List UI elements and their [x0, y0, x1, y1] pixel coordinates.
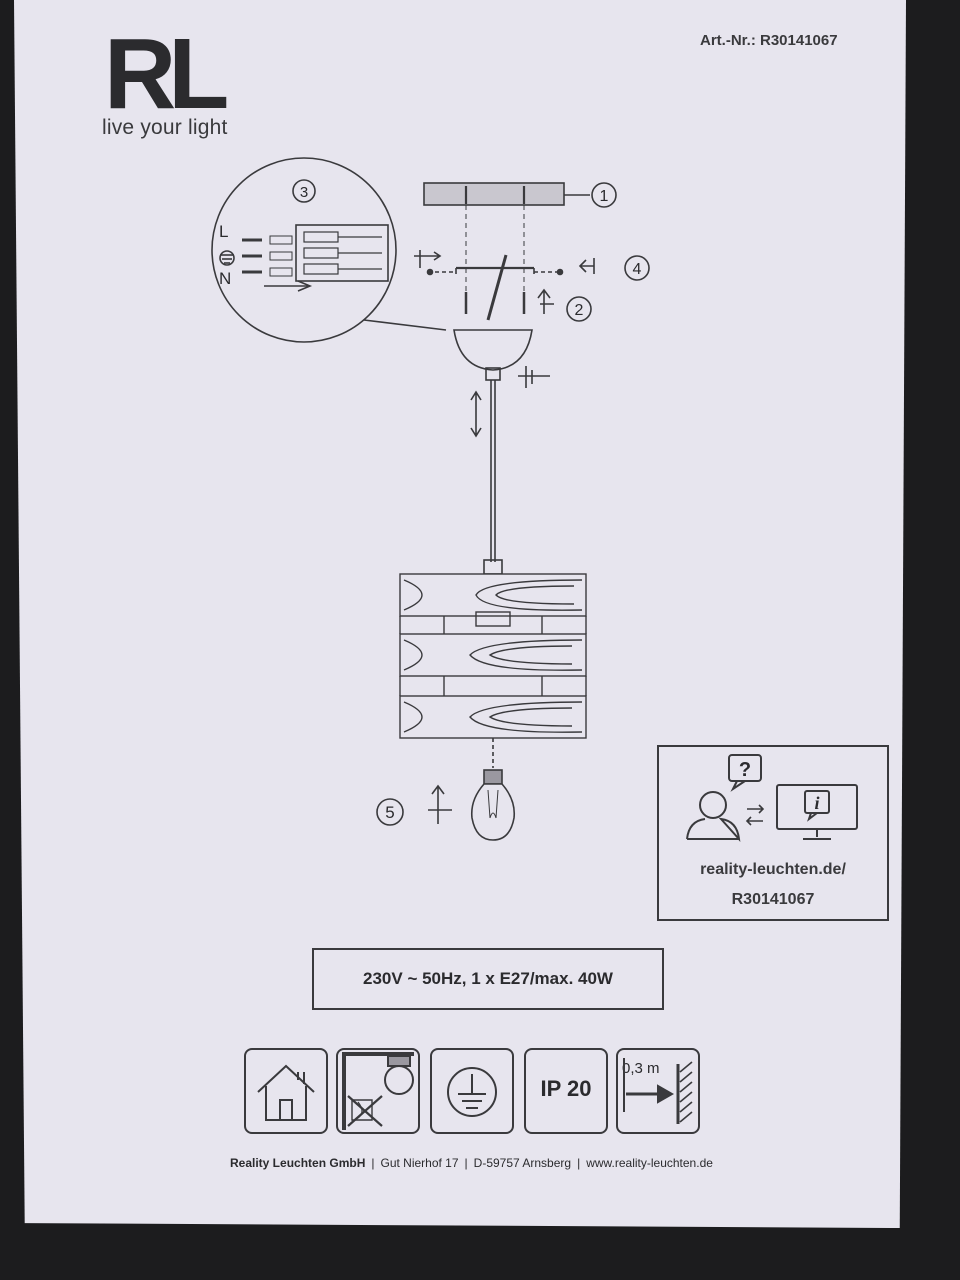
ceiling-plate [423, 182, 565, 206]
wooden-shade [399, 573, 587, 739]
terminal-block [303, 231, 382, 275]
article-number: Art.-Nr.: R30141067 [700, 32, 838, 49]
dowels [464, 186, 526, 204]
ceiling-screws [464, 292, 526, 314]
ip-rating-symbol: IP 20 [524, 1048, 608, 1134]
e27-bulb [470, 769, 516, 841]
step-1-label: 1 [600, 188, 609, 205]
support-illustration: ? i [686, 754, 858, 842]
company-city: D-59757 Arnsberg [473, 1156, 572, 1170]
support-code: R30141067 [731, 891, 815, 908]
footer-separator: | [464, 1156, 468, 1170]
online-info-box: ? i reality-leuchten.de/ R30141067 [657, 745, 889, 921]
support-url: reality-leuchten.de/ [700, 861, 846, 878]
wire-springs [269, 235, 293, 277]
min-distance-text: 0,3 m [622, 1060, 660, 1077]
ceiling-canopy [453, 329, 533, 371]
earth-symbol-small [219, 250, 235, 266]
step-2-label: 2 [575, 302, 584, 319]
rl-logo: RL [104, 28, 235, 118]
instruction-sheet: RL live your light Art.-Nr.: R30141067 3… [14, 0, 906, 1228]
info-icon: i [814, 793, 819, 813]
spec-text: 230V ~ 50Hz, 1 x E27/max. 40W [363, 969, 613, 988]
footer-separator: | [371, 1156, 375, 1170]
no-reflector-bulb-icon [342, 1052, 414, 1130]
step-5-label: 5 [385, 803, 394, 822]
svg-text:RL: RL [104, 28, 227, 118]
no-reflector-bulb-symbol [336, 1048, 420, 1134]
wire-label-l: L [219, 222, 228, 241]
company-footer: Reality Leuchten GmbH | Gut Nierhof 17 | D-5… [230, 1156, 713, 1170]
company-website: www.reality-leuchten.de [586, 1156, 713, 1170]
company-name: Reality Leuchten GmbH [230, 1156, 366, 1170]
person-icon [686, 791, 741, 842]
question-icon: ? [739, 759, 751, 781]
assembly-drawing: 3 L N [211, 157, 650, 841]
protective-earth-icon [447, 1067, 497, 1117]
monitor-icon [776, 784, 858, 840]
indoor-use-symbol [244, 1048, 328, 1134]
exchange-arrows-icon [745, 804, 765, 826]
protective-earth-symbol [430, 1048, 514, 1134]
footer-separator: | [577, 1156, 581, 1170]
distance-arrow-icon [623, 1058, 693, 1124]
company-street: Gut Nierhof 17 [380, 1156, 459, 1170]
brand-tagline: live your light [102, 116, 228, 139]
house-icon [257, 1064, 315, 1121]
step-3-label: 3 [300, 184, 308, 201]
step-4-label: 4 [633, 261, 642, 278]
electrical-spec: 230V ~ 50Hz, 1 x E27/max. 40W [312, 948, 664, 1010]
wire-ends [242, 238, 262, 274]
wire-label-n: N [219, 269, 231, 288]
ip-rating-text: IP 20 [540, 1076, 592, 1101]
min-distance-symbol: 0,3 m [616, 1048, 700, 1134]
